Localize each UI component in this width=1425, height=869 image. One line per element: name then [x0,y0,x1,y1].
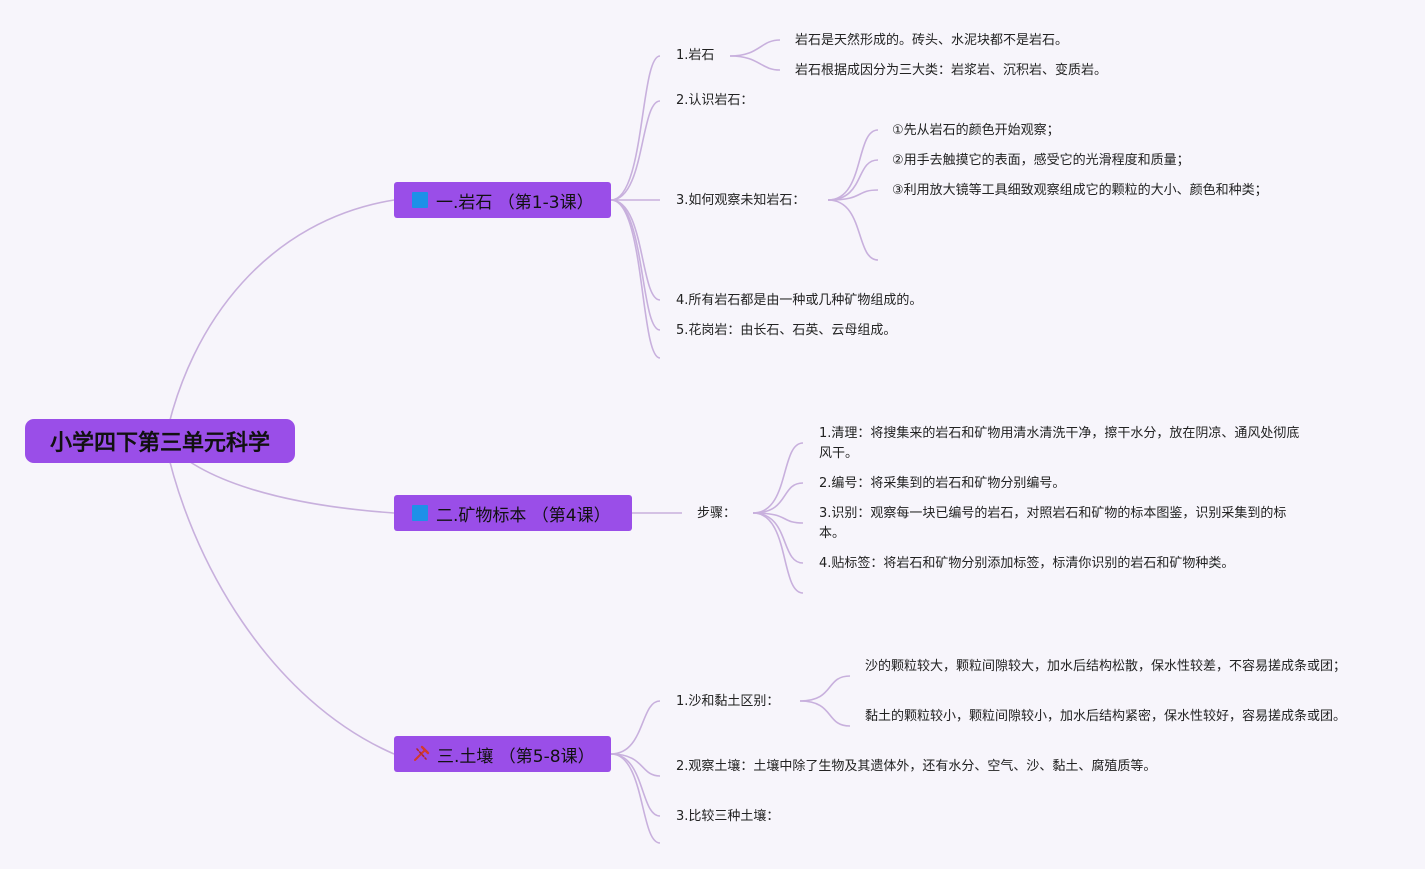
topic-granite[interactable]: 5.花岗岩：由长石、石英、云母组成。 [676,323,897,338]
topic-minerals[interactable]: 4.所有岩石都是由一种或几种矿物组成的。 [676,293,923,308]
branch-mineral-specimens[interactable]: 二.矿物标本 （第4课） [394,495,632,531]
root-title: 小学四下第三单元科学 [49,431,270,456]
topic-observe-touch[interactable]: ②用手去触摸它的表面，感受它的光滑程度和质量； [892,153,1190,168]
topic-rock-natural[interactable]: 岩石是天然形成的。砖头、水泥块都不是岩石。 [795,33,1069,48]
topic-rock-types[interactable]: 岩石根据成因分为三大类：岩浆岩、沉积岩、变质岩。 [795,63,1108,78]
topic-sand[interactable]: 沙的颗粒较大，颗粒间隙较大，加水后结构松散，保水性较差，不容易搓成条或团； [865,659,1347,674]
branch-label: 一.岩石 （第1-3课） [436,192,594,213]
topic-know-rocks[interactable]: 2.认识岩石： [676,93,754,108]
topic-step-clean[interactable]: 1.清理：将搜集来的岩石和矿物用清水清洗干净，擦干水分，放在阴凉、通风处彻底风干… [819,426,1300,461]
topic-compare-soils[interactable]: 3.比较三种土壤： [676,809,780,824]
topic-rock[interactable]: 1.岩石 [676,48,715,63]
connector-root-b3 [164,440,395,755]
branch-soil[interactable]: 三.土壤 （第5-8课） [394,736,611,772]
topic-sand-clay[interactable]: 1.沙和黏土区别： [676,694,780,709]
topic-step-number[interactable]: 2.编号：将采集到的岩石和矿物分别编号。 [819,476,1066,491]
connector-root-b1 [164,199,395,442]
topic-observe-soil[interactable]: 2.观察土壤：土壤中除了生物及其遗体外，还有水分、空气、沙、黏土、腐殖质等。 [676,759,1157,774]
topic-observe-color[interactable]: ①先从岩石的颜色开始观察； [892,123,1060,138]
branch-rocks[interactable]: 一.岩石 （第1-3课） [394,182,611,218]
blue-square-icon [412,505,428,521]
branch-label: 三.土壤 （第5-8课） [437,746,595,767]
topic-observe-magnifier[interactable]: ③利用放大镜等工具细致观察组成它的颗粒的大小、颜色和种类； [892,183,1268,198]
branch-label: 二.矿物标本 （第4课） [436,505,611,526]
blue-square-icon [412,192,428,208]
topic-step-identify[interactable]: 3.识别：观察每一块已编号的岩石，对照岩石和矿物的标本图鉴，识别采集到的标本。 [819,506,1287,541]
topic-clay[interactable]: 黏土的颗粒较小，颗粒间隙较小，加水后结构紧密，保水性较好，容易搓成条或团。 [865,709,1347,724]
root-topic[interactable]: 小学四下第三单元科学 [25,419,295,463]
hammer-pick-icon [414,745,430,761]
topic-step-label[interactable]: 4.贴标签：将岩石和矿物分别添加标签，标清你识别的岩石和矿物种类。 [819,556,1235,571]
topic-observe-rocks[interactable]: 3.如何观察未知岩石： [676,193,806,208]
topic-steps[interactable]: 步骤： [697,506,737,521]
